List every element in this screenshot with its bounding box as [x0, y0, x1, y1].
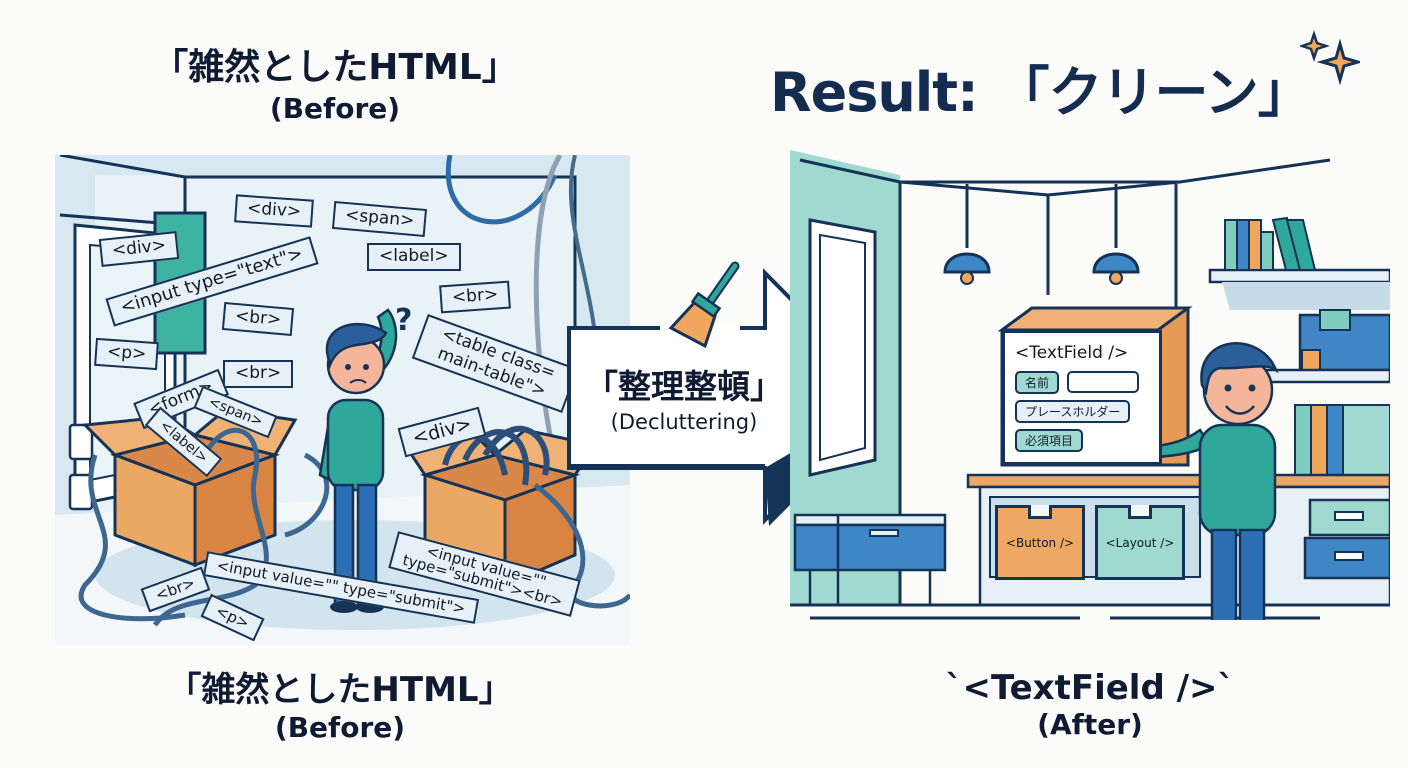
tag-br-2: <br>	[223, 360, 294, 388]
tag-p-1: <p>	[94, 337, 160, 370]
label-chip: 名前	[1015, 371, 1060, 394]
tag-label-1: <label>	[367, 243, 461, 271]
button-box: <Button />	[995, 505, 1085, 580]
question-mark: ?	[395, 303, 412, 338]
placeholder-chip: プレースホルダー	[1015, 400, 1131, 423]
after-caption-sub: (After)	[1037, 708, 1143, 741]
after-caption: `<TextField />` (After)	[890, 668, 1290, 741]
textfield-input[interactable]	[1067, 371, 1140, 393]
arrow-label-sub: (Decluttering)	[610, 410, 758, 434]
after-heading: Result: 「クリーン」	[770, 30, 1370, 128]
required-chip: 必須項目	[1015, 429, 1084, 452]
sparkle-icon	[1300, 30, 1360, 86]
after-heading-main: Result: 「クリーン」	[770, 61, 1312, 124]
messy-room-scene: ? <div> <span> <div> <label> <input type…	[55, 153, 632, 645]
clean-room-scene: <TextField /> 名前 プレースホルダー 必須項目 <Button /…	[790, 150, 1392, 768]
before-caption: 「雑然としたHTML」 (Before)	[80, 662, 600, 744]
button-box-label: <Button />	[1005, 535, 1075, 550]
tag-div-1: <div>	[234, 194, 314, 228]
tag-br-3: <br>	[439, 280, 512, 313]
arrow-label-main: 「整理整頓」	[585, 367, 783, 406]
textfield-card-title: <TextField />	[1015, 343, 1129, 363]
before-heading: 「雑然としたHTML」 (Before)	[60, 38, 610, 125]
layout-box-label: <Layout />	[1105, 535, 1175, 550]
broom-icon	[668, 261, 740, 348]
before-caption-sub: (Before)	[274, 711, 406, 744]
textfield-card: <TextField /> 名前 プレースホルダー 必須項目	[1002, 330, 1162, 465]
before-caption-main: 「雑然としたHTML」	[167, 670, 513, 710]
layout-box: <Layout />	[1095, 505, 1185, 580]
before-heading-main: 「雑然としたHTML」	[152, 47, 518, 88]
after-caption-main: `<TextField />`	[945, 668, 1235, 708]
before-heading-sub: (Before)	[269, 92, 401, 125]
